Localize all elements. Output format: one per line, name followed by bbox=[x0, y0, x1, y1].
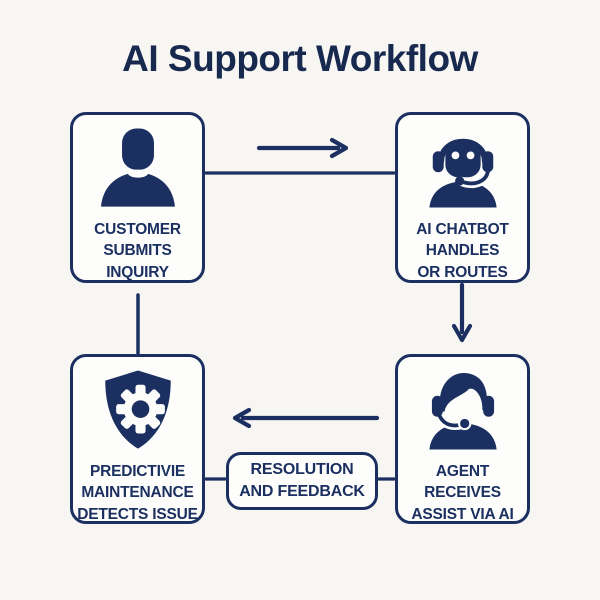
agent-headset-icon bbox=[428, 372, 497, 450]
node-ai-chatbot-handles-or-routes: AI CHATBOT HANDLES OR ROUTES bbox=[395, 112, 530, 283]
chatbot-headset-icon bbox=[428, 138, 497, 208]
person-icon bbox=[100, 128, 175, 207]
diagram-title: AI Support Workflow bbox=[122, 38, 478, 79]
node-customer-submits-inquiry: CUSTOMER SUBMITS INQUIRY bbox=[70, 112, 205, 283]
node-label: PREDICTIVIE MAINTENANCE DETECTS ISSUE bbox=[77, 463, 198, 523]
node-label: AGENT RECEIVES ASSIST VIA AI bbox=[411, 463, 514, 523]
arrow-agent-to-predictive bbox=[232, 407, 380, 429]
node-resolution-and-feedback: RESOLUTION AND FEEDBACK bbox=[226, 452, 378, 510]
node-predictive-maintenance-detects-issue: PREDICTIVIE MAINTENANCE DETECTS ISSUE bbox=[70, 354, 205, 524]
arrow-chatbot-to-agent bbox=[451, 282, 473, 343]
node-label: AI CHATBOT HANDLES OR ROUTES bbox=[416, 221, 509, 281]
node-agent-receives-assist-via-ai: AGENT RECEIVES ASSIST VIA AI bbox=[395, 354, 530, 524]
node-label: CUSTOMER SUBMITS INQUIRY bbox=[94, 221, 181, 281]
shield-gear-icon bbox=[104, 370, 171, 449]
connector-label: RESOLUTION AND FEEDBACK bbox=[239, 461, 365, 500]
arrow-customer-to-chatbot bbox=[256, 137, 349, 159]
